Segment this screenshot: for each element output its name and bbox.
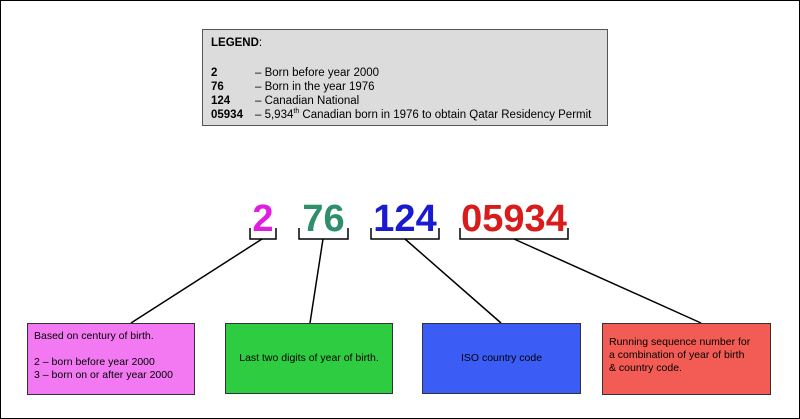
century-line bbox=[34, 343, 188, 356]
connector-country bbox=[404, 238, 502, 324]
century-line: Based on century of birth. bbox=[34, 330, 154, 342]
legend-title-colon: : bbox=[258, 37, 263, 49]
sequence-box: Running sequence number for a combinatio… bbox=[602, 323, 771, 395]
legend-description: – Born before year 2000 bbox=[255, 67, 380, 79]
connector-century bbox=[130, 238, 263, 324]
legend-row: 05934 – 5,934th Canadian born in 1976 to… bbox=[211, 108, 599, 122]
legend-box: LEGEND: 2 – Born before year 2000 76 – B… bbox=[202, 29, 608, 126]
legend-code: 124 bbox=[211, 95, 231, 107]
digit-year: 76 bbox=[302, 198, 345, 240]
sequence-line: a combination of year of birth bbox=[609, 349, 745, 361]
century-line: 3 – born on or after year 2000 bbox=[34, 369, 173, 381]
legend-row: 2 – Born before year 2000 bbox=[211, 66, 599, 80]
legend-desc-superscript: th bbox=[293, 108, 300, 115]
digit-century: 2 bbox=[252, 198, 274, 240]
legend-code: 05934 bbox=[211, 109, 243, 121]
year-box-text: Last two digits of year of birth. bbox=[239, 352, 379, 364]
legend-description: – Canadian National bbox=[255, 95, 360, 107]
year-box: Last two digits of year of birth. bbox=[225, 323, 393, 394]
legend-title: LEGEND bbox=[211, 37, 259, 49]
country-box-text: ISO country code bbox=[460, 352, 543, 364]
century-line: 2 – born before year 2000 bbox=[34, 356, 155, 368]
sequence-line: & country code. bbox=[609, 362, 682, 374]
digit-country: 124 bbox=[373, 198, 437, 240]
legend-description: – 5,934th Canadian born in 1976 to obtai… bbox=[255, 108, 591, 122]
digit-sequence: 05934 bbox=[461, 198, 567, 240]
legend-description: – Born in the year 1976 bbox=[255, 81, 375, 93]
legend-desc-pre: – 5,934 bbox=[255, 109, 294, 121]
bracket-year bbox=[298, 228, 349, 240]
century-box: Based on century of birth. 2 – born befo… bbox=[27, 323, 195, 395]
legend-heading: LEGEND: bbox=[211, 37, 599, 49]
connector-sequence bbox=[513, 238, 702, 324]
legend-desc-post: Canadian born in 1976 to obtain Qatar Re… bbox=[299, 109, 592, 121]
legend-code: 76 bbox=[211, 81, 224, 93]
legend-row: 76 – Born in the year 1976 bbox=[211, 80, 599, 94]
bracket-century bbox=[249, 228, 277, 240]
legend-row: 124 – Canadian National bbox=[211, 94, 599, 108]
country-box: ISO country code bbox=[422, 323, 581, 394]
connector-year bbox=[309, 238, 324, 324]
legend-code: 2 bbox=[211, 67, 218, 79]
sequence-line: Running sequence number for bbox=[609, 336, 751, 348]
